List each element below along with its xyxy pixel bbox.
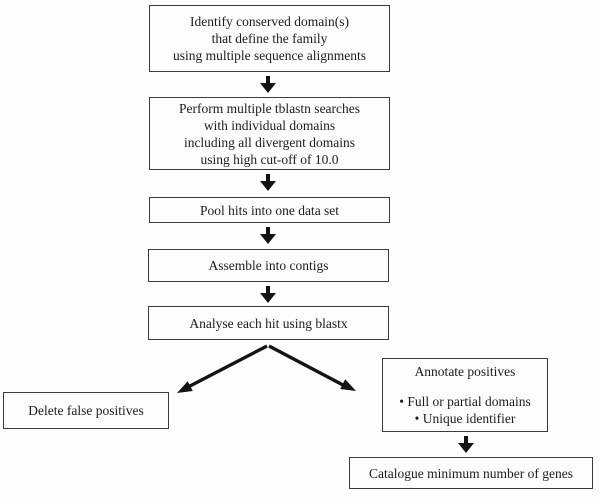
arrow-stem <box>266 286 270 294</box>
node-text-line: Assemble into contigs <box>208 258 329 273</box>
arrow-analyse-to-annotate <box>268 344 356 391</box>
arrow-stem <box>266 174 270 182</box>
down-arrow-identify-to-perform <box>260 76 276 93</box>
node-assemble-contigs: Assemble into contigs <box>148 249 389 282</box>
node-text-line: Catalogue minimum number of genes <box>369 465 573 481</box>
node-text-line: including all divergent domains <box>183 134 356 150</box>
node-bullet-line: • Unique identifier <box>414 411 516 426</box>
node-text-line: Perform multiple tblastn searches <box>178 100 361 116</box>
node-text-line: Annotate positives <box>414 364 516 379</box>
node-text-line: using high cut-off of 10.0 <box>200 151 339 167</box>
down-arrow-assemble-to-analyse <box>260 286 276 303</box>
node-catalogue-genes: Catalogue minimum number of genes <box>349 457 593 489</box>
node-delete-false-positives: Delete false positives <box>3 392 169 429</box>
node-perform-tblastn: Perform multiple tblastn searches with i… <box>149 97 390 170</box>
down-arrow-pool-to-assemble <box>260 227 276 244</box>
arrow-head-icon <box>260 181 276 191</box>
arrow-head-icon <box>260 293 276 303</box>
arrow-head-icon <box>260 234 276 244</box>
arrow-head-icon <box>458 443 474 453</box>
node-text-line: Identify conserved domain(s) <box>190 14 349 29</box>
node-annotate-positives: Annotate positives • Full or partial dom… <box>382 358 548 432</box>
node-text-line: with individual domains <box>203 117 336 133</box>
node-text-line: using multiple sequence alignments <box>172 48 367 63</box>
node-analyse-blastx: Analyse each hit using blastx <box>148 306 389 340</box>
arrow-stem <box>266 227 270 235</box>
node-text-line: Delete false positives <box>28 403 144 418</box>
down-arrow-perform-to-pool <box>260 174 276 191</box>
node-identify-domains: Identify conserved domain(s) that define… <box>149 5 390 72</box>
node-text-line: that define the family <box>211 31 328 46</box>
arrow-stem <box>464 436 468 444</box>
node-pool-hits: Pool hits into one data set <box>149 197 390 223</box>
node-bullet-line: • Full or partial domains <box>399 394 531 409</box>
arrow-head-icon <box>260 83 276 93</box>
down-arrow-annotate-to-catalogue <box>458 436 474 453</box>
node-text-line: Pool hits into one data set <box>199 202 340 218</box>
arrow-analyse-to-delete <box>177 344 268 393</box>
arrow-stem <box>266 76 270 84</box>
node-text-line: Analyse each hit using blastx <box>189 315 348 331</box>
